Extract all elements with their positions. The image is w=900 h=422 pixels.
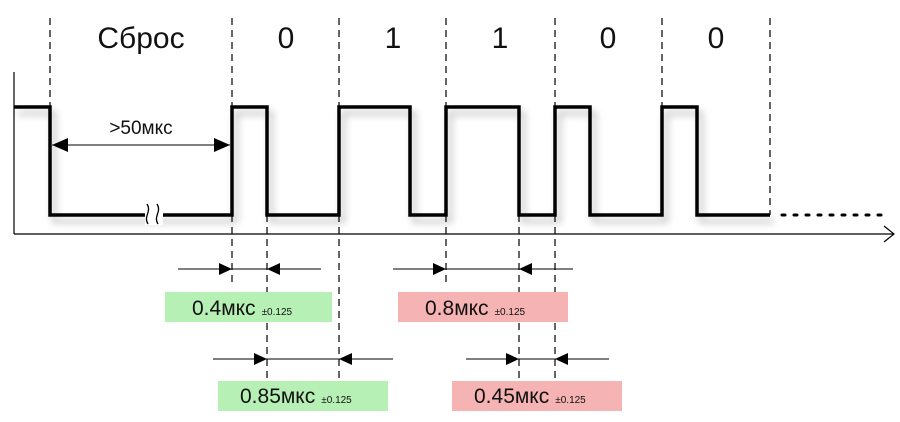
x-axis xyxy=(14,225,895,243)
timing-tolerance: ±0.125 xyxy=(321,395,352,406)
timing-dimension-t0h xyxy=(178,263,321,275)
timing-box-t1h: 0.8мкс ±0.125 xyxy=(398,292,568,322)
bit-label-2: 1 xyxy=(385,22,402,55)
time-break-symbol xyxy=(145,203,163,225)
bit-separators xyxy=(49,18,771,215)
bit-label-reset: Сброс xyxy=(97,22,184,55)
timing-box-t1l: 0.45мкс ±0.125 xyxy=(452,381,622,411)
svg-text:0.4мкс±0.125: 0.4мкс ±0.125 xyxy=(192,297,293,320)
timing-value: 0.45мкс xyxy=(474,385,549,408)
timing-box-t0l: 0.85мкс ±0.125 xyxy=(218,381,388,411)
timing-box-bg xyxy=(398,292,568,322)
svg-text:0.8мкс±0.125: 0.8мкс ±0.125 xyxy=(425,297,526,320)
timing-dimension-t0l xyxy=(213,353,393,365)
timing-tolerance: ±0.125 xyxy=(262,307,293,318)
timing-tolerance: ±0.125 xyxy=(495,307,526,318)
bit-label-3: 1 xyxy=(492,22,509,55)
timing-dimension-t1h xyxy=(393,263,573,275)
timing-dimension-t1l xyxy=(466,353,609,365)
bit-label-4: 0 xyxy=(600,22,617,55)
timing-box-bg xyxy=(218,381,388,411)
reset-duration-label: >50мкс xyxy=(109,118,172,139)
timing-box-bg xyxy=(165,292,332,322)
reset-duration-arrow xyxy=(52,138,230,152)
signal-waveform xyxy=(14,105,770,217)
bit-label-1: 0 xyxy=(278,22,295,55)
timing-value: 0.8мкс xyxy=(425,297,489,320)
timing-tolerance: ±0.125 xyxy=(555,395,586,406)
timing-guides xyxy=(231,215,556,378)
timing-box-t0h: 0.4мкс ±0.125 xyxy=(165,292,332,322)
timing-value: 0.85мкс xyxy=(240,385,315,408)
svg-text:0.45мкс±0.125: 0.45мкс ±0.125 xyxy=(474,385,586,408)
bit-label-5: 0 xyxy=(708,22,725,55)
timing-value: 0.4мкс xyxy=(192,297,256,320)
timing-box-bg xyxy=(452,381,622,411)
svg-text:0.85мкс±0.125: 0.85мкс ±0.125 xyxy=(240,385,352,408)
